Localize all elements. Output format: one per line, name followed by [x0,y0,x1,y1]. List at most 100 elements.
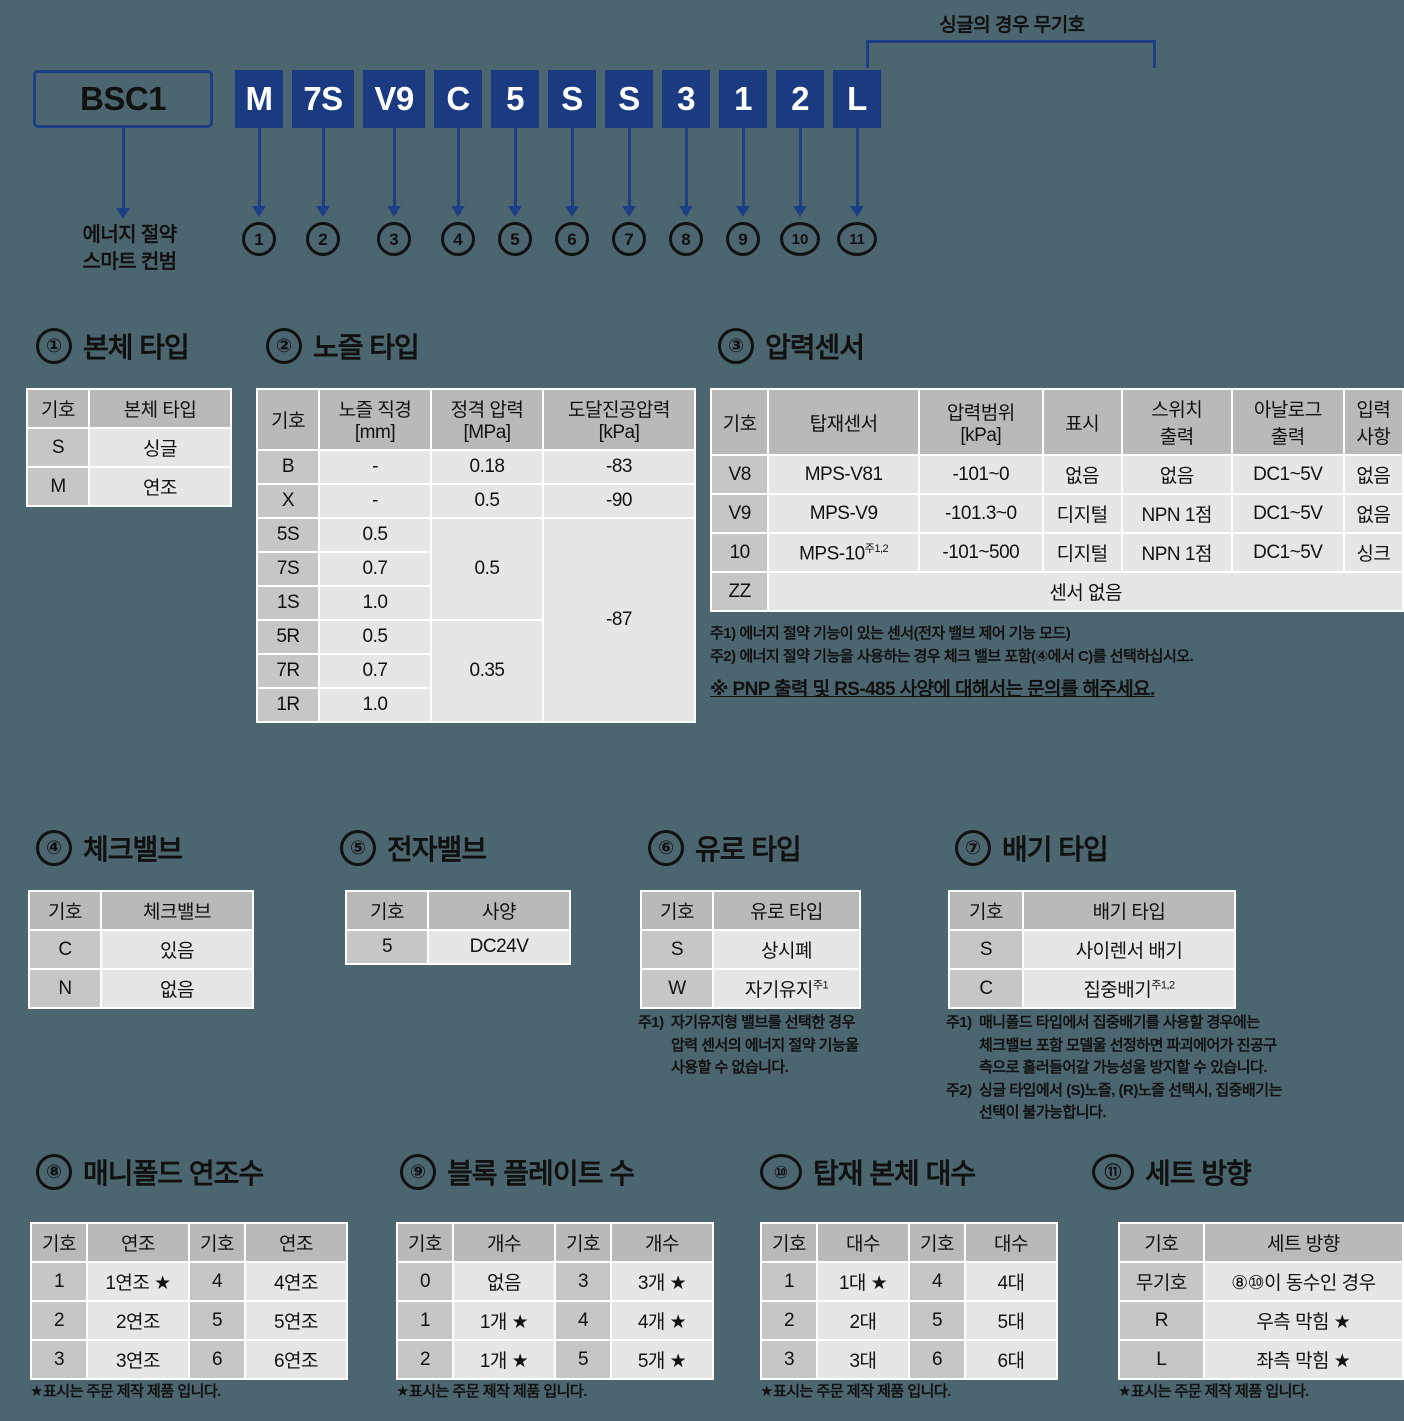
section-title-1: 본체 타입 [83,332,190,363]
table-cell: 1R [258,689,318,721]
starnote-11: ★표시는 주문 제작 제품 입니다. [1118,1383,1309,1400]
code-index-circle-10: 10 [780,222,820,256]
section-title-8: 매니폴드 연조수 [83,1158,264,1189]
code-box-7: S [605,70,653,128]
table-cell: 센서 없음 [769,573,1402,610]
section-title-2: 노즐 타입 [313,332,420,363]
table-cell: 없음 [1043,456,1121,493]
table-cell: 1연조 ★ [88,1263,188,1300]
section-title-11: 세트 방향 [1145,1158,1252,1189]
table-cell: 3연조 [88,1341,188,1378]
table-cell: 5대 [966,1302,1056,1339]
section-number-4: ④ [36,830,72,866]
table-cell: M [28,468,88,505]
table-cell: 2연조 [88,1302,188,1339]
code-box-8: 3 [662,70,710,128]
table-cell: DC24V [429,931,569,963]
code-box-9: 1 [719,70,767,128]
section-title-6: 유로 타입 [695,834,802,865]
table-cell: 2대 [818,1302,908,1339]
note-emphasis: ※ PNP 출력 및 RS-485 사양에 대해서는 문의를 해주세요. [710,679,1155,700]
section-title-4: 체크밸브 [83,834,183,865]
table-cell: B [258,451,318,483]
bracket-shape [866,40,1156,68]
table-cell: 6대 [966,1341,1056,1378]
table-cell: 5 [556,1341,610,1378]
table-cell: 1대 ★ [818,1263,908,1300]
column-header: 기호 [258,390,318,449]
code-box-11: L [833,70,881,128]
column-header: 대수 [818,1224,908,1261]
table-cell: 0.18 [432,451,542,483]
section-number-11: ⑪ [1092,1154,1134,1190]
table-cell: 2 [762,1302,816,1339]
column-header: 기호 [30,892,100,929]
table-cell: 3 [32,1341,86,1378]
table-cell: 1개 ★ [454,1341,554,1378]
table-cell: 1개 ★ [454,1302,554,1339]
section-number-9: ⑨ [400,1154,436,1190]
section-header-8: ⑧ 매니폴드 연조수 [36,1152,264,1192]
section-header-11: ⑪ 세트 방향 [1092,1152,1252,1192]
table-cell: 0.5 [432,485,542,517]
column-header: 기호 [190,1224,244,1261]
table-row: X-0.5-90 [258,485,694,517]
code-box-10: 2 [776,70,824,128]
column-header: 정격 압력[MPa] [432,390,542,449]
table-cell: 0.7 [320,553,430,585]
column-header: 연조 [88,1224,188,1261]
column-header: 배기 타입 [1024,892,1234,929]
table-cell: 4 [910,1263,964,1300]
section-number-10: ⑩ [760,1154,802,1190]
connector-line [257,128,261,206]
table-cell: -83 [544,451,694,483]
table-cell: 있음 [102,931,252,968]
section-number-8: ⑧ [36,1154,72,1190]
table-cell: ⑧⑩이 동수인 경우 [1204,1263,1402,1300]
table-cell: 디지털 [1043,495,1121,532]
table-cell: 5 [910,1302,964,1339]
column-header: 사양 [429,892,569,929]
column-header: 기호 [28,390,88,427]
column-header: 노즐 직경[mm] [320,390,430,449]
table-cell: 0.35 [432,621,542,721]
table-cell: 없음 [454,1263,554,1300]
arrow-head-icon [116,208,130,219]
table-cell: 10 [712,534,768,571]
code-index-circle-7: 7 [612,222,646,256]
table-cell: C [950,970,1022,1007]
table-cell: 2 [32,1302,86,1339]
connector-line [121,128,125,208]
section-header-6: ⑥ 유로 타입 [648,828,802,868]
table-cell: 0.5 [320,519,430,551]
section-number-6: ⑥ [648,830,684,866]
table-cell: NPN 1점 [1122,534,1231,571]
section-number-2: ② [266,328,302,364]
section-number-3: ③ [718,328,754,364]
column-header: 연조 [246,1224,346,1261]
table-cell: 5 [190,1302,244,1339]
table-cell: V9 [712,495,768,532]
section-number-5: ⑤ [340,830,376,866]
table-cell: 우측 막힘 ★ [1204,1302,1402,1339]
table-cell: 사이렌서 배기 [1024,931,1234,968]
table-cell: 없음 [1344,456,1402,493]
section-header-1: ① 본체 타입 [36,326,190,366]
table-cell: 5연조 [246,1302,346,1339]
column-header: 개수 [612,1224,712,1261]
section-title-10: 탑재 본체 대수 [813,1158,976,1189]
table-cell: 상시폐 [714,931,859,968]
